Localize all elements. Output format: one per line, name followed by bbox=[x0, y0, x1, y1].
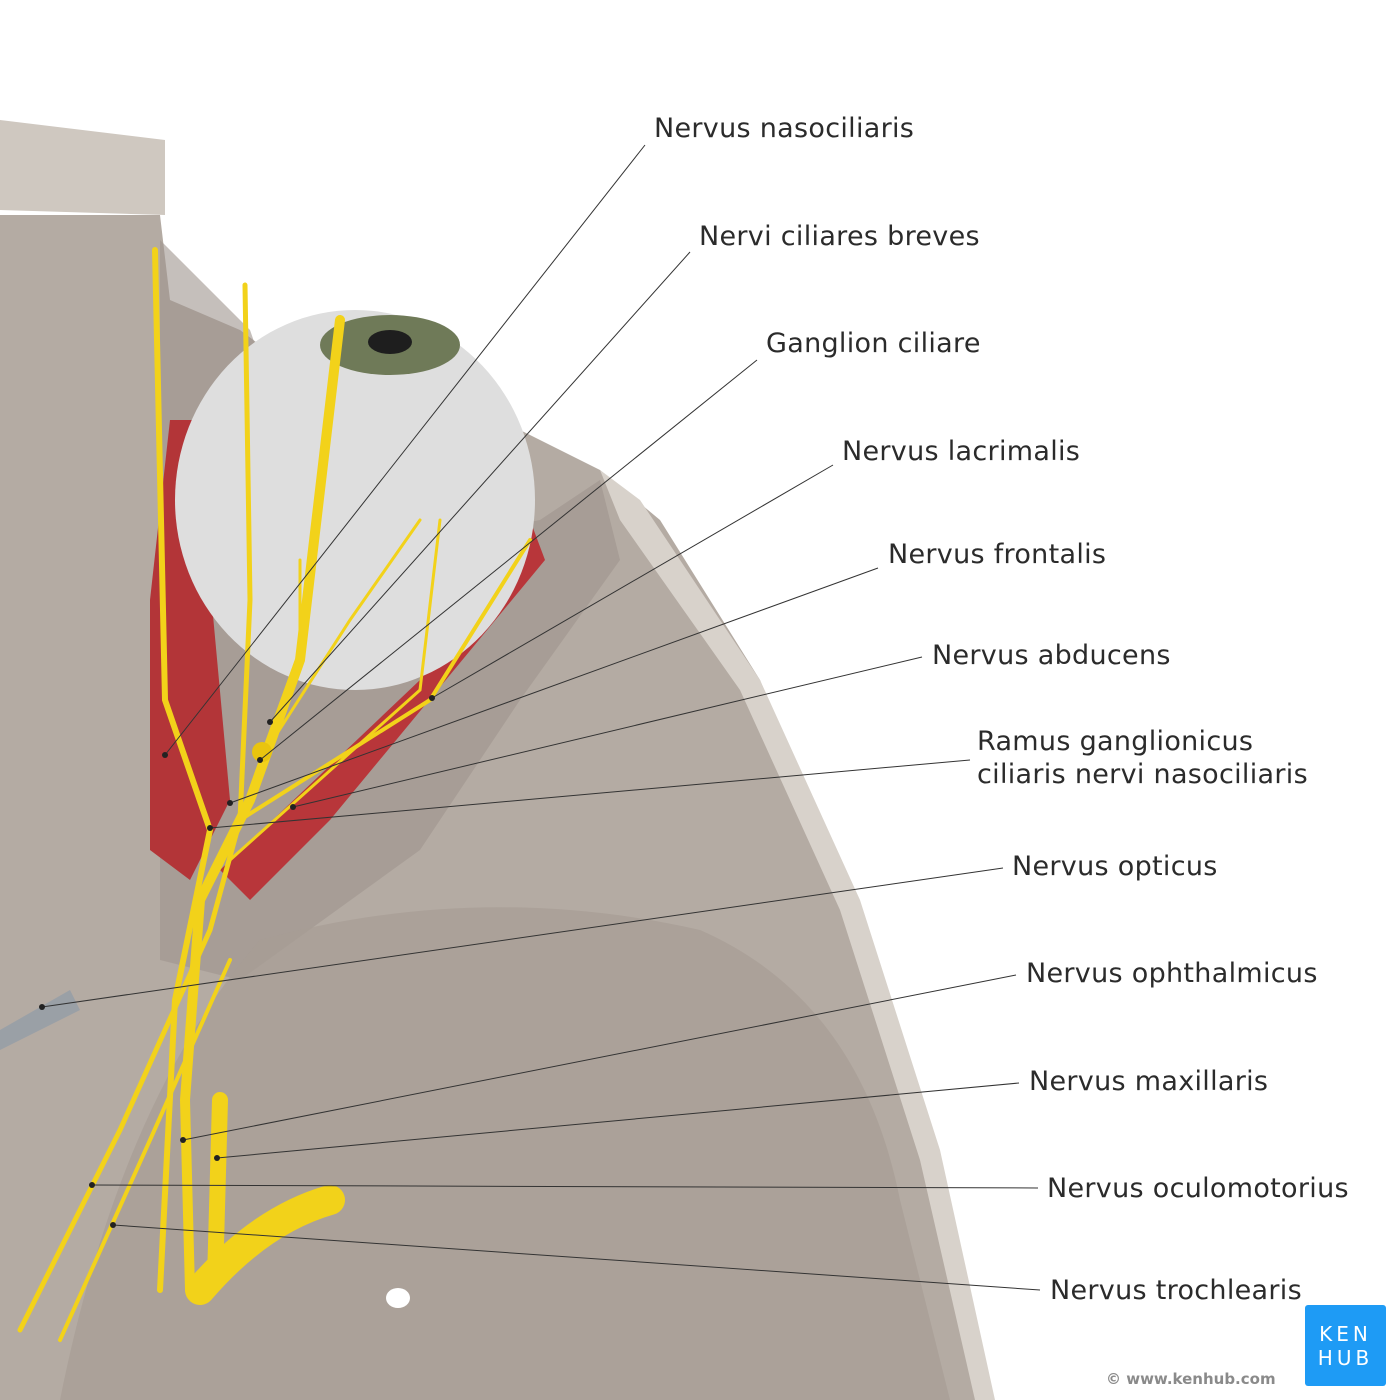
label-ganglion-ciliare: Ganglion ciliare bbox=[766, 328, 981, 359]
label-nervus-ophthalmicus: Nervus ophthalmicus bbox=[1026, 958, 1318, 989]
leader-lines bbox=[41, 144, 1041, 1291]
optic-nerve bbox=[0, 990, 80, 1050]
kenhub-logo: KEN HUB bbox=[1305, 1305, 1386, 1386]
logo-line1: KEN bbox=[1319, 1321, 1372, 1346]
label-nervus-maxillaris: Nervus maxillaris bbox=[1029, 1066, 1269, 1097]
label-ramus-ganglionicus: Ramus ganglionicus bbox=[977, 726, 1254, 757]
middle-cranial-fossa bbox=[60, 907, 950, 1400]
ciliary-ganglion bbox=[252, 742, 272, 762]
copyright-text: © www.kenhub.com bbox=[1106, 1370, 1276, 1388]
logo-line2: HUB bbox=[1317, 1345, 1374, 1370]
label-nervus-frontalis: Nervus frontalis bbox=[888, 539, 1107, 570]
label-ramus-ganglionicus-line2: ciliaris nervi nasociliaris bbox=[977, 759, 1308, 790]
label-nervus-nasociliaris: Nervus nasociliaris bbox=[654, 113, 915, 144]
label-nervus-oculomotorius: Nervus oculomotorius bbox=[1047, 1173, 1349, 1204]
leader-dots bbox=[39, 695, 435, 1228]
nerves bbox=[17, 247, 532, 1342]
foramen bbox=[386, 1288, 410, 1308]
pupil bbox=[368, 330, 412, 354]
label-nervi-ciliares-breves: Nervi ciliares breves bbox=[699, 221, 980, 252]
label-nervus-lacrimalis: Nervus lacrimalis bbox=[842, 436, 1081, 467]
label-nervus-abducens: Nervus abducens bbox=[932, 640, 1171, 671]
medial-rectus-muscle bbox=[150, 420, 230, 880]
label-nervus-opticus: Nervus opticus bbox=[1012, 851, 1218, 882]
eyeball bbox=[175, 310, 535, 690]
skull-bone bbox=[0, 120, 165, 215]
label-nervus-trochlearis: Nervus trochlearis bbox=[1050, 1275, 1302, 1306]
skull-rim bbox=[600, 470, 995, 1400]
